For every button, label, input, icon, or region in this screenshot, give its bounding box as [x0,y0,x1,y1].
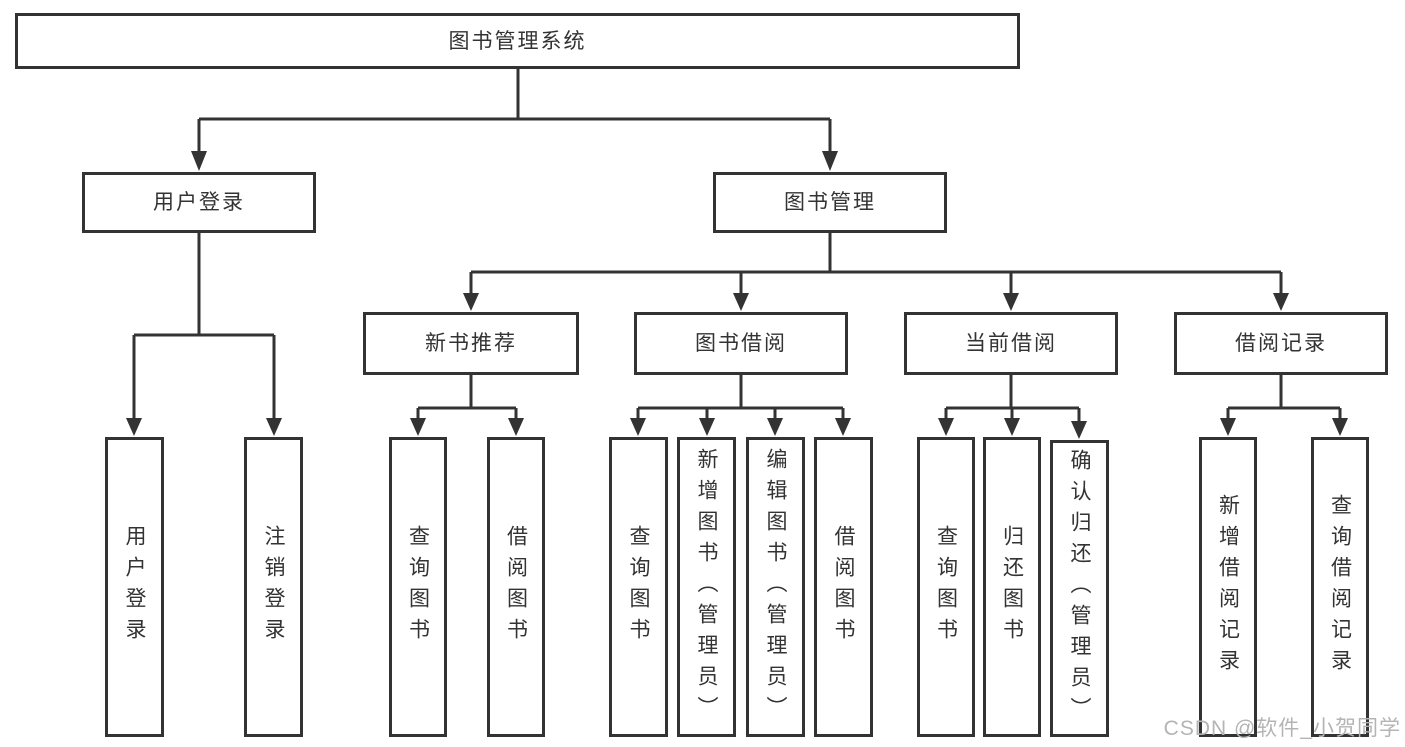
arrowhead-icon [126,418,142,436]
node-label: 查询图书 [934,525,958,649]
node-label: 图书管理 [784,191,876,214]
node-borrowing-records: 借阅记录 [1174,312,1388,375]
node-label: 新书推荐 [425,332,517,355]
arrowhead-icon [1071,421,1087,439]
arrowhead-icon [1220,418,1236,436]
arrowhead-icon [1003,293,1019,311]
node-leaf-query-borrow-record: 查询借阅记录 [1311,437,1369,737]
arrowhead-icon [699,418,715,436]
node-label: 当前借阅 [965,332,1057,355]
node-label: 图书借阅 [695,332,787,355]
node-label: 编辑图书（管理员） [764,447,787,727]
node-label: 确认归还（管理员） [1068,449,1091,728]
node-leaf-edit-books-admin: 编辑图书（管理员） [746,437,805,737]
node-current-borrowing: 当前借阅 [904,312,1118,375]
arrowhead-icon [1273,293,1289,311]
node-new-book-recommendation: 新书推荐 [363,312,579,375]
node-leaf-add-borrow-record: 新增借阅记录 [1199,437,1257,737]
node-leaf-return-books: 归还图书 [983,437,1041,737]
node-leaf-query-books-3: 查询图书 [917,437,975,737]
arrowhead-icon [733,293,749,311]
arrowhead-icon [1004,418,1020,436]
node-leaf-add-books-admin: 新增图书（管理员） [677,437,736,737]
connector-lines [132,69,1342,421]
node-book-borrowing: 图书借阅 [634,312,848,375]
arrowhead-icon [938,418,954,436]
arrowhead-icon [630,418,646,436]
node-leaf-query-books-1: 查询图书 [389,437,447,737]
arrowhead-icon [463,293,479,311]
node-label: 新增图书（管理员） [695,447,718,727]
arrowhead-icon [1332,418,1348,436]
arrowhead-icon [767,418,783,436]
node-leaf-logout: 注销登录 [244,437,303,737]
node-label: 新增借阅记录 [1216,494,1240,680]
node-leaf-query-books-2: 查询图书 [609,437,668,737]
arrowhead-icon [410,418,426,436]
arrowhead-icon [266,418,282,436]
arrowhead-icon [835,418,851,436]
node-label: 图书管理系统 [448,29,587,53]
node-label: 查询图书 [406,525,430,649]
node-label: 借阅图书 [504,525,528,649]
node-leaf-user-login: 用户登录 [105,437,164,737]
node-label: 查询图书 [627,525,650,649]
node-book-management: 图书管理 [713,172,947,233]
arrowheads [126,151,1348,439]
arrowhead-icon [508,418,524,436]
watermark: CSDN @软件_小贺同学 [1163,717,1401,740]
node-leaf-confirm-return-admin: 确认归还（管理员） [1050,440,1109,737]
node-label: 用户登录 [123,525,146,649]
node-label: 借阅图书 [832,525,855,649]
node-label: 注销登录 [262,525,285,649]
node-leaf-borrow-books-1: 借阅图书 [487,437,545,737]
node-label: 归还图书 [1000,525,1024,649]
node-library-management-system: 图书管理系统 [15,13,1020,69]
arrowhead-icon [191,151,207,171]
arrowhead-icon [822,151,838,171]
node-label: 用户登录 [153,191,245,214]
node-user-login: 用户登录 [82,172,316,233]
node-label: 查询借阅记录 [1328,494,1352,680]
node-leaf-borrow-books-2: 借阅图书 [814,437,873,737]
node-label: 借阅记录 [1235,332,1327,355]
